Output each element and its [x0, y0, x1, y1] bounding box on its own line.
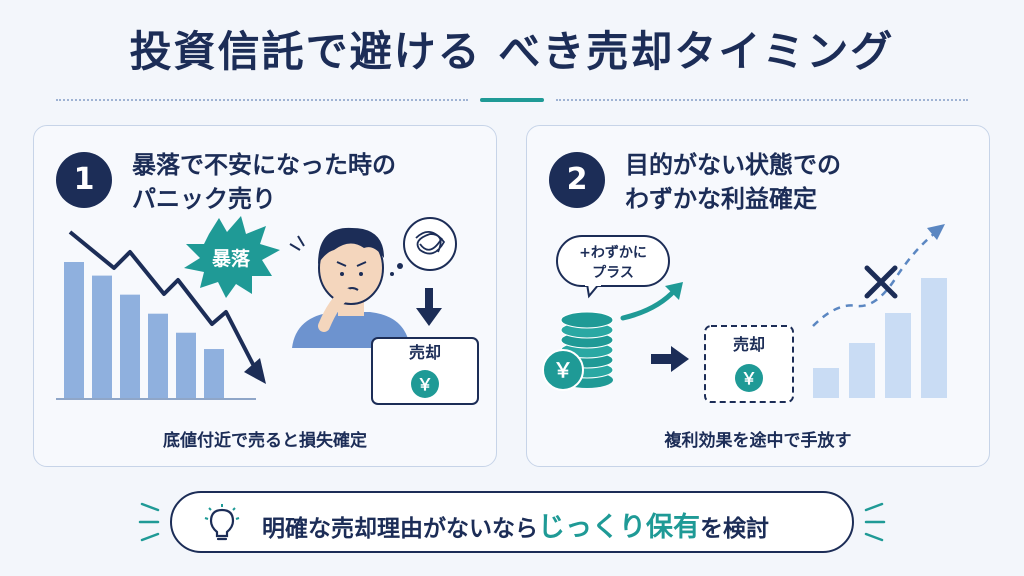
sell-box-label: 売却	[409, 343, 441, 362]
rising-curve-arrow-head	[665, 282, 683, 300]
card-caption: 底値付近で売ると損失確定	[163, 431, 367, 451]
title-accent: べき売却タイミング	[498, 27, 895, 76]
profit-illustration: +わずかに プラス ￥ 売却 ￥	[542, 224, 947, 403]
bar-4	[148, 313, 168, 398]
bar-2	[849, 343, 875, 398]
growth-trend-head	[927, 224, 945, 240]
card-number-badge: 1	[56, 152, 112, 208]
advice-banner: 明確な売却理由がないならじっくり保有を検討	[170, 491, 854, 553]
declining-bars	[64, 262, 224, 398]
advice-text-before: 明確な売却理由がないなら	[262, 516, 538, 542]
bubble-line2: プラス	[592, 265, 634, 281]
lightbulb-icon	[204, 504, 240, 541]
bar-3	[120, 294, 140, 398]
bar-2	[92, 275, 112, 398]
card-heading-line2: わずかな利益確定	[625, 185, 817, 213]
sell-box-label: 売却	[733, 335, 765, 354]
down-arrow-icon	[416, 288, 442, 326]
yen-coin-icon	[735, 364, 763, 392]
bar-1	[813, 368, 839, 398]
bar-3	[885, 313, 911, 398]
card-heading: 暴落で不安になった時の パニック売り	[132, 148, 396, 216]
bubble-line1: +わずかに	[579, 244, 647, 261]
yen-coin-icon	[542, 349, 584, 391]
burst-label: 暴落	[212, 247, 251, 270]
advice-emphasis: じっくり保有	[538, 512, 700, 543]
yen-symbol: ￥	[417, 375, 433, 394]
small-plus-bubble	[556, 235, 670, 299]
bar-4	[921, 278, 947, 398]
bar-6	[204, 349, 224, 398]
card-caption: 複利効果を途中で手放す	[664, 431, 852, 451]
divider-dots-left	[56, 99, 468, 101]
spark-lines-right	[864, 502, 886, 542]
page-title: 投資信託で避ける べき売却タイミング	[0, 18, 1024, 79]
worried-person-icon	[289, 227, 410, 348]
crash-arrow-head	[244, 358, 266, 384]
crash-burst-shape	[184, 216, 280, 298]
growth-trend-dashed	[812, 228, 940, 327]
title-main: 投資信託で避ける	[129, 27, 482, 76]
card-panic-sell: 1 暴落で不安になった時の パニック売り 暴落	[33, 125, 497, 467]
cross-mark-icon	[864, 265, 898, 299]
anxiety-thought-bubble	[390, 217, 457, 276]
bar-1	[64, 262, 84, 398]
rising-bars	[813, 278, 947, 398]
card-heading-line2: パニック売り	[132, 185, 276, 213]
yen-coin-icon	[411, 370, 439, 398]
card-heading-line1: 目的がない状態での	[625, 151, 841, 179]
coin-yen-symbol: ￥	[553, 358, 573, 382]
advice-text-after: を検討	[700, 516, 769, 542]
right-arrow-icon	[651, 346, 689, 372]
yen-symbol: ￥	[741, 369, 757, 388]
rising-curve-arrow	[620, 287, 678, 321]
card-heading: 目的がない状態での わずかな利益確定	[625, 148, 841, 216]
bar-5	[176, 332, 196, 398]
title-divider	[56, 98, 968, 102]
card-heading-line1: 暴落で不安になった時の	[132, 151, 396, 179]
divider-dots-right	[556, 99, 968, 101]
panic-illustration: 暴落 売却 ￥	[56, 216, 479, 405]
card-number-badge: 2	[549, 152, 605, 208]
divider-accent-bar	[480, 98, 544, 102]
card-small-profit: 2 目的がない状態での わずかな利益確定 +わずかに プラス ￥	[526, 125, 990, 467]
crash-arrow-line	[68, 230, 260, 375]
spark-lines-left	[138, 502, 160, 542]
advice-text: 明確な売却理由がないならじっくり保有を検討	[262, 505, 769, 544]
